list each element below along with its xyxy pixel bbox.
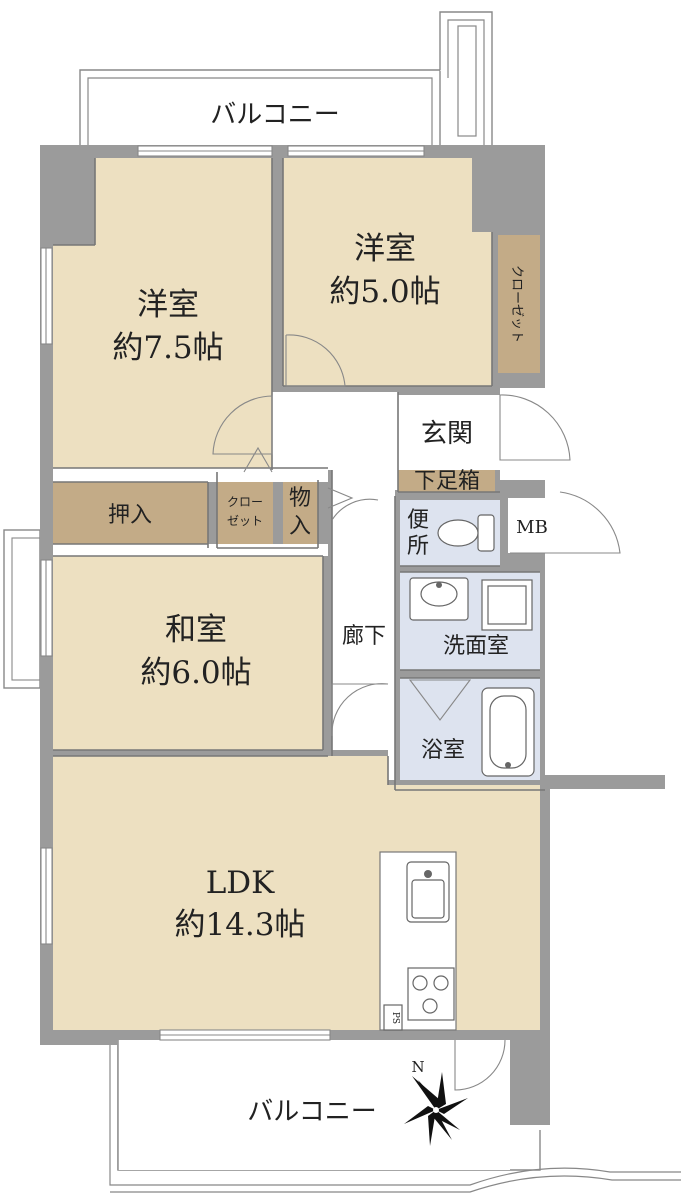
hall-white (272, 392, 398, 780)
balcony-bottom-label: バルコニー (247, 1097, 376, 1127)
bay-window-left (3, 529, 41, 689)
western-right-name: 洋室 (354, 231, 416, 267)
oshiire-label: 押入 (108, 503, 152, 528)
japanese-name: 和室 (165, 612, 227, 648)
room-western-right (283, 158, 492, 386)
balcony-top-label: バルコニー (210, 100, 339, 130)
door-swings (212, 334, 621, 1091)
north-arrow-icon: N (404, 1058, 468, 1146)
small-closet-label-line1: クロー (227, 495, 263, 509)
hallway-label: 廊下 (342, 624, 386, 649)
bathtub-fixture (481, 687, 535, 777)
room-mb (508, 498, 556, 553)
western-left-size: 約7.5帖 (112, 330, 223, 366)
small-closet-label-line2: ゼット (227, 514, 263, 528)
washbasin-fixture (409, 577, 469, 621)
closet-right (498, 235, 540, 373)
japanese-size: 約6.0帖 (140, 655, 251, 691)
balcony-bottom (109, 1040, 681, 1193)
storage-label-line1: 物 (289, 486, 311, 511)
washing-machine-fixture (481, 579, 533, 631)
shoe-box-area (398, 470, 495, 492)
entrance-floor (398, 395, 500, 470)
windows (40, 145, 425, 1041)
toilet-fixture (437, 514, 495, 552)
sink-fixture (406, 861, 450, 923)
mb-label: MB (516, 517, 548, 538)
compass-label: N (411, 1058, 424, 1076)
divider-strip-2 (53, 544, 328, 556)
western-right-size: 約5.0帖 (329, 274, 440, 310)
washroom-label: 洗面室 (443, 634, 509, 659)
ldk-size: 約14.3帖 (174, 907, 305, 943)
western-left-name: 洋室 (137, 287, 199, 323)
entrance-label: 玄関 (421, 419, 473, 449)
storage-label-line2: 入 (289, 514, 311, 539)
storage-area (283, 480, 318, 545)
shoe-box-label: 下足箱 (414, 469, 480, 494)
small-closet-area (217, 472, 273, 547)
room-western-left (53, 158, 272, 468)
ldk-name: LDK (206, 865, 275, 901)
toilet-label-line2: 所 (407, 534, 429, 559)
wall-pillar-bottom-left (40, 1040, 118, 1045)
wall-stub-right (545, 775, 665, 789)
divider-strip (53, 468, 328, 482)
wall-pillar-bottom-right (510, 1040, 550, 1125)
bathroom-label: 浴室 (421, 738, 465, 763)
oshiire-area (53, 482, 208, 544)
room-japanese (53, 556, 323, 750)
toilet-label-line1: 便 (407, 508, 429, 533)
room-ldk (53, 756, 540, 1030)
balcony-top (79, 11, 493, 145)
closet-right-label: クローゼット (509, 265, 524, 343)
stove-fixture (407, 967, 455, 1021)
ps-box (383, 1004, 403, 1031)
labels: バルコニー 洋室 約7.5帖 洋室 約5.0帖 クローゼット 玄関 下足箱 押入… (108, 100, 548, 1127)
ps-label: PS (390, 1012, 400, 1024)
